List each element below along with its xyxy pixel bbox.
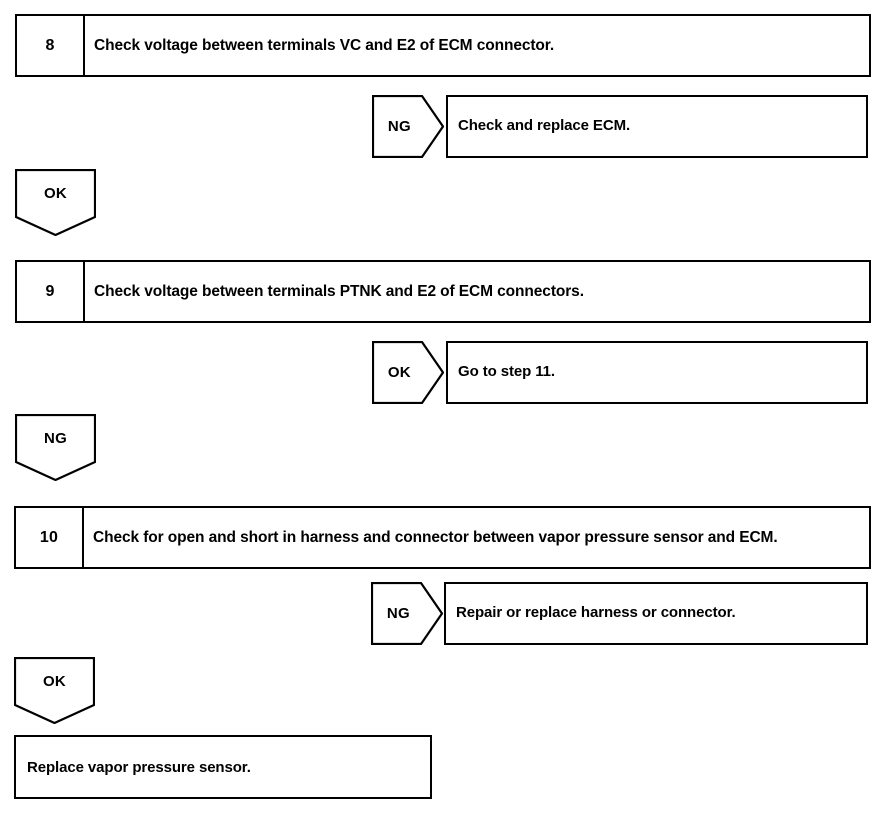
pentagon-down-icon [15,169,96,236]
step-box-9: 9 Check voltage between terminals PTNK a… [15,260,871,323]
step-number: 8 [17,16,85,75]
branch-arrow-ng-step8: NG [372,95,444,158]
branch-result-step9: Go to step 11. [446,341,868,404]
continue-arrow-label: NG [44,430,67,448]
branch-result-step8: Check and replace ECM. [446,95,868,158]
step-box-8: 8 Check voltage between terminals VC and… [15,14,871,77]
step-description: Check voltage between terminals PTNK and… [94,282,584,300]
branch-result-step10: Repair or replace harness or connector. [444,582,868,645]
branch-arrow-label: OK [387,364,411,381]
step-box-10: 10 Check for open and short in harness a… [14,506,871,569]
branch-arrow-ng-step10: NG [371,582,443,645]
continue-arrow-label: OK [43,673,66,691]
pentagon-right-icon [372,341,444,404]
step-number: 9 [17,262,85,321]
branch-arrow-label: NG [387,118,411,135]
continue-arrow-ok-step10: OK [14,657,95,724]
pentagon-down-icon [14,657,95,724]
step-description: Check voltage between terminals VC and E… [94,36,555,54]
step-description: Check for open and short in harness and … [93,528,778,546]
terminal-action-box: Replace vapor pressure sensor. [14,735,432,799]
branch-arrow-ok-step9: OK [372,341,444,404]
pentagon-down-icon [15,414,96,481]
pentagon-right-icon [372,95,444,158]
continue-arrow-label: OK [44,185,67,203]
pentagon-right-icon [371,582,443,645]
branch-arrow-label: NG [386,605,410,622]
continue-arrow-ok-step8: OK [15,169,96,236]
continue-arrow-ng-step9: NG [15,414,96,481]
step-number: 10 [16,508,84,567]
